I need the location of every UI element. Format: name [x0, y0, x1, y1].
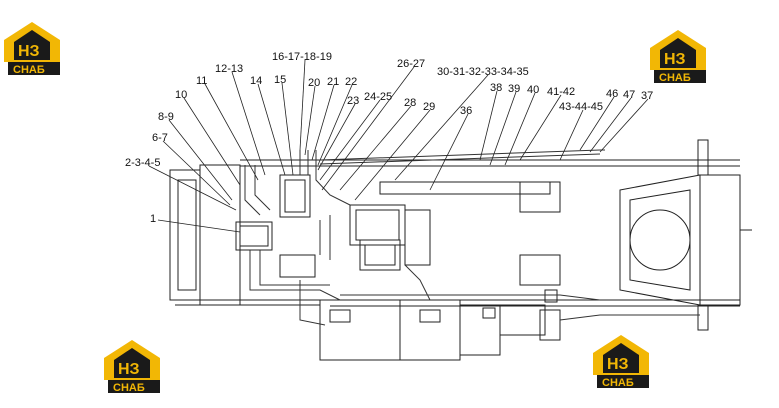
logo-top-right: НЗ СНАБ: [650, 30, 706, 84]
label-22: 22: [345, 76, 357, 88]
logo-letters: НЗ: [664, 51, 686, 68]
logo-letters: НЗ: [118, 361, 140, 378]
label-40: 40: [527, 84, 539, 96]
logo-letters: НЗ: [18, 43, 40, 60]
label-30-35: 30-31-32-33-34-35: [437, 66, 529, 78]
label-14: 14: [250, 75, 262, 87]
label-20: 20: [308, 77, 320, 89]
part-labels: 16-17-18-19 12-13 11 14 15 20 21 22 26-2…: [125, 51, 653, 225]
machine-frame: [169, 139, 752, 361]
logo-word: СНАБ: [113, 382, 145, 394]
logo-bottom-left: НЗ СНАБ: [104, 340, 160, 394]
label-38: 38: [490, 82, 502, 94]
label-8-9: 8-9: [158, 111, 174, 123]
label-41-42: 41-42: [547, 86, 575, 98]
logo-letters: НЗ: [607, 356, 629, 373]
label-29: 29: [423, 101, 435, 113]
label-11: 11: [196, 75, 207, 87]
label-28: 28: [404, 97, 416, 109]
logo-word: СНАБ: [602, 377, 634, 389]
label-15: 15: [274, 74, 286, 86]
label-23: 23: [347, 95, 359, 107]
label-46: 46: [606, 88, 618, 100]
label-1: 1: [150, 213, 156, 225]
label-2-5: 2-3-4-5: [125, 157, 160, 169]
label-10: 10: [175, 89, 187, 101]
hydraulic-lines: [244, 149, 700, 326]
leader-lines: [148, 59, 649, 233]
label-16-19: 16-17-18-19: [272, 51, 332, 63]
label-21: 21: [327, 76, 339, 88]
label-37: 37: [641, 90, 653, 102]
label-43-45: 43-44-45: [559, 101, 603, 113]
label-39: 39: [508, 83, 520, 95]
label-26-27: 26-27: [397, 58, 425, 70]
logo-bottom-right: НЗ СНАБ: [593, 335, 649, 389]
logo-word: СНАБ: [13, 64, 45, 76]
label-6-7: 6-7: [152, 132, 168, 144]
logo-word: СНАБ: [659, 72, 691, 84]
label-36: 36: [460, 105, 472, 117]
label-47: 47: [623, 89, 635, 101]
label-24-25: 24-25: [364, 91, 392, 103]
label-12-13: 12-13: [215, 63, 243, 75]
logo-top-left: НЗ СНАБ: [4, 22, 60, 76]
